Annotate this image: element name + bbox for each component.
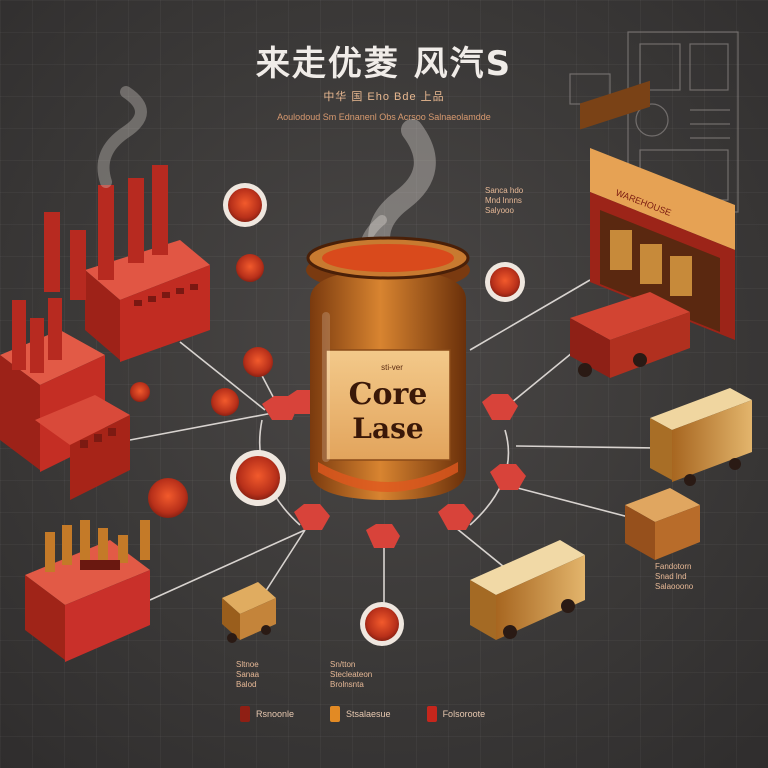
label-bottom-left: Sltnoe Sanaa Balod	[236, 660, 259, 690]
connector-nodes	[262, 390, 526, 548]
legend-item: Rsnoonle	[240, 706, 294, 722]
legend: Rsnoonle Stsalaesue Folsoroote	[240, 706, 485, 722]
label-right-top-line: Salyooo	[485, 206, 514, 215]
label-bottom-center-line: Stecleateon	[330, 670, 373, 679]
factory-bottom-left	[25, 520, 150, 662]
warehouse: WAREHOUSE	[590, 148, 735, 340]
label-right-top-line: Mnd lnnns	[485, 196, 522, 205]
label-bottom-center-line: Brolnsnta	[330, 680, 364, 689]
factory-top-left	[44, 86, 210, 362]
label-bottom-left-line: Sanaa	[236, 670, 260, 679]
label-right-bottom: Fandotorn Snad lnd Salaooono	[655, 562, 693, 592]
page-tagline: Aoulodoud Sm Ednanenl Obs Acrsoo Salnaeo…	[277, 112, 491, 122]
legend-swatch	[330, 706, 341, 722]
legend-swatch	[240, 706, 250, 722]
legend-item: Folsoroote	[426, 706, 486, 722]
label-right-top-line: Sanca hdo	[485, 186, 524, 195]
page-title: 来走优菱 风汽S	[255, 44, 513, 84]
label-right-top: Sanca hdo Mnd lnnns Salyooo	[485, 186, 523, 216]
label-bottom-center: Sn/tton Stecleateon Brolnsnta	[330, 660, 372, 690]
truck-top-right	[570, 80, 690, 378]
label-bottom-left-line: Sltnoe	[236, 660, 259, 669]
truck-right	[650, 388, 752, 486]
truck-bottom-left	[222, 582, 276, 643]
legend-label: Stsalaesue	[346, 709, 391, 719]
page-subtitle: 中华 国 Eho Bde 上品	[323, 91, 445, 103]
legend-item: Stsalaesue	[330, 706, 391, 722]
jar-label-line2: Lase	[352, 412, 423, 445]
legend-swatch	[426, 706, 437, 722]
packaging-unit-right	[625, 488, 700, 560]
label-right-bottom-line: Salaooono	[655, 582, 694, 591]
label-right-bottom-line: Fandotorn	[655, 562, 692, 571]
legend-label: Rsnoonle	[256, 709, 295, 719]
factory-mid-left	[0, 298, 130, 500]
chili-bowls	[130, 183, 525, 646]
jar-tag: sti-ver	[381, 363, 403, 372]
label-bottom-center-line: Sn/tton	[330, 660, 356, 669]
label-right-bottom-line: Snad lnd	[655, 572, 687, 581]
jar-label-line1: Core	[349, 377, 428, 412]
label-bottom-left-line: Balod	[236, 680, 257, 689]
legend-label: Folsoroote	[442, 709, 486, 719]
central-jar: sti-ver Core Lase	[306, 119, 470, 500]
truck-bottom-right	[470, 540, 585, 640]
